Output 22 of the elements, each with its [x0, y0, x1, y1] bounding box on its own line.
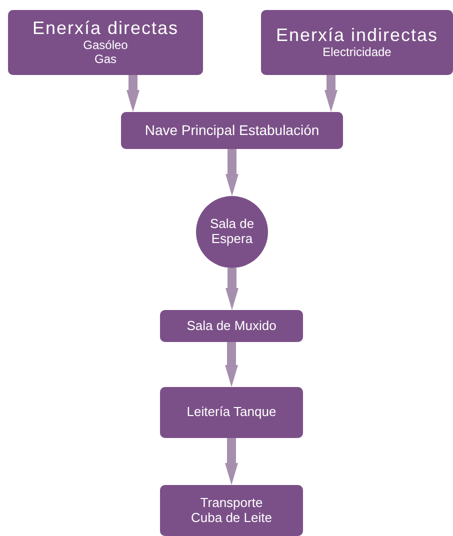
arrow: [324, 75, 338, 112]
box-label: Sala de Espera: [208, 217, 256, 247]
arrow: [225, 342, 238, 387]
box-heading: Enerxía directas: [32, 18, 179, 40]
process-box: [261, 10, 453, 75]
process-box: [160, 387, 303, 438]
arrow: [226, 149, 238, 196]
process-box: [160, 310, 303, 342]
process-box: [121, 112, 343, 149]
box-label: Gas: [94, 52, 116, 67]
box-label: Transporte Cuba de Leite: [190, 496, 272, 526]
box-label: Leitería Tanque: [186, 405, 276, 420]
arrow: [225, 438, 238, 485]
process-box: [160, 485, 303, 536]
arrow: [126, 75, 140, 112]
box-label: Sala de Muxido: [186, 318, 276, 334]
process-box: [8, 10, 203, 75]
box-label: Nave Principal Estabulación: [144, 122, 320, 139]
box-label: Gasóleo: [83, 39, 128, 53]
box-label: Electricidade: [322, 46, 392, 60]
arrow: [226, 268, 238, 310]
box-heading: Enerxía indirectas: [276, 25, 438, 46]
